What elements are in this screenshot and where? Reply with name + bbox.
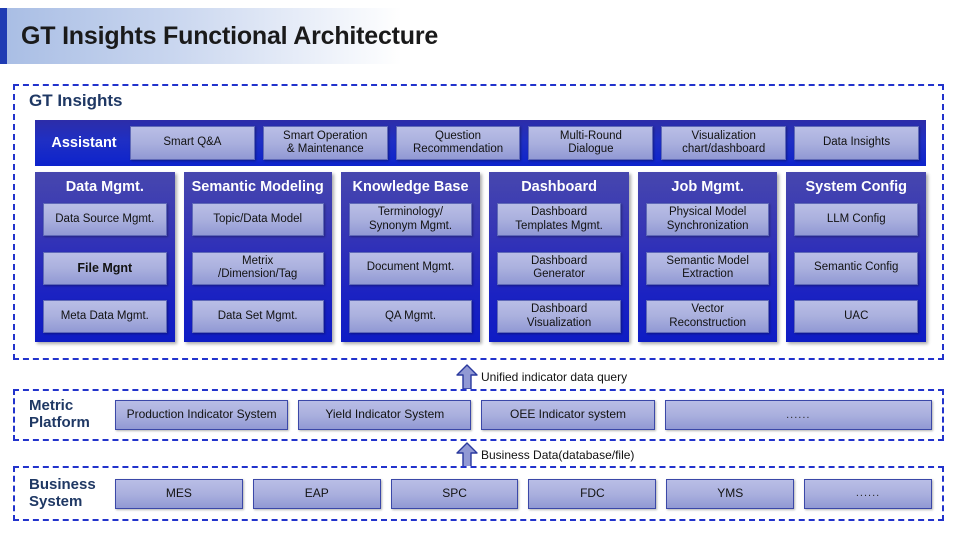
panel-items-knowledge-base: Terminology/Synonym Mgmt. Document Mgmt.… bbox=[348, 203, 473, 333]
gt-insights-label: GT Insights bbox=[29, 91, 123, 110]
page-title-bar: GT Insights Functional Architecture bbox=[0, 8, 957, 64]
assistant-item-smart-operation-maintenance[interactable]: Smart Operation& Maintenance bbox=[262, 126, 388, 160]
metric-item-more[interactable]: ...... bbox=[664, 400, 932, 430]
business-item-more[interactable]: ...... bbox=[804, 478, 932, 509]
page-title: GT Insights Functional Architecture bbox=[21, 21, 439, 50]
item-data-set-mgmt[interactable]: Data Set Mgmt. bbox=[191, 300, 324, 333]
metric-item-oee-indicator-system[interactable]: OEE Indicator system bbox=[481, 400, 655, 430]
item-llm-config[interactable]: LLM Config bbox=[794, 203, 919, 236]
panel-items-system-config: LLM Config Semantic Config UAC bbox=[794, 203, 919, 333]
metric-item-yield-indicator-system[interactable]: Yield Indicator System bbox=[298, 400, 472, 430]
item-qa-mgmt[interactable]: QA Mgmt. bbox=[348, 300, 473, 333]
panel-title-job-mgmt: Job Mgmt. bbox=[671, 179, 744, 195]
item-semantic-config[interactable]: Semantic Config bbox=[794, 251, 919, 285]
panel-items-data-mgmt: Data Source Mgmt. File Mgnt Meta Data Mg… bbox=[43, 203, 167, 333]
business-item-eap[interactable]: EAP bbox=[252, 478, 381, 509]
item-terminology-synonym-mgmt[interactable]: Terminology/Synonym Mgmt. bbox=[348, 203, 473, 236]
panel-semantic-modeling[interactable]: Semantic Modeling Topic/Data Model Metri… bbox=[183, 172, 332, 342]
business-item-fdc[interactable]: FDC bbox=[528, 478, 657, 509]
panel-items-semantic-modeling: Topic/Data Model Metrix/Dimension/Tag Da… bbox=[191, 203, 324, 333]
panel-title-semantic-modeling: Semantic Modeling bbox=[191, 179, 324, 195]
business-system-item-list: MES EAP SPC FDC YMS ...... bbox=[115, 478, 932, 509]
panel-title-data-mgmt: Data Mgmt. bbox=[65, 179, 144, 195]
gt-insights-section: GT Insights Assistant Smart Q&A Smart Op… bbox=[13, 84, 944, 360]
panel-title-knowledge-base: Knowledge Base bbox=[352, 179, 469, 195]
panel-system-config[interactable]: System Config LLM Config Semantic Config… bbox=[786, 172, 927, 342]
item-meta-data-mgmt[interactable]: Meta Data Mgmt. bbox=[43, 300, 167, 333]
panel-title-system-config: System Config bbox=[805, 179, 907, 195]
item-document-mgmt[interactable]: Document Mgmt. bbox=[348, 251, 473, 285]
assistant-bar: Assistant Smart Q&A Smart Operation& Mai… bbox=[35, 120, 926, 166]
connector-unified-indicator-data-query: Unified indicator data query bbox=[456, 364, 627, 390]
arrow-up-icon bbox=[456, 442, 478, 468]
panel-knowledge-base[interactable]: Knowledge Base Terminology/Synonym Mgmt.… bbox=[340, 172, 481, 342]
assistant-item-list: Smart Q&A Smart Operation& Maintenance Q… bbox=[126, 126, 919, 160]
business-item-yms[interactable]: YMS bbox=[666, 478, 795, 509]
item-metrix-dimension-tag[interactable]: Metrix/Dimension/Tag bbox=[191, 251, 324, 285]
title-accent-bar bbox=[0, 8, 7, 64]
connector-business-data: Business Data(database/file) bbox=[456, 442, 634, 468]
panel-data-mgmt[interactable]: Data Mgmt. Data Source Mgmt. File Mgnt M… bbox=[35, 172, 175, 342]
item-file-mgnt[interactable]: File Mgnt bbox=[43, 251, 167, 285]
assistant-item-smart-qa[interactable]: Smart Q&A bbox=[130, 126, 255, 160]
assistant-label: Assistant bbox=[51, 135, 117, 151]
arrow-up-icon bbox=[456, 364, 478, 390]
capability-columns: Data Mgmt. Data Source Mgmt. File Mgnt M… bbox=[35, 172, 927, 342]
item-data-source-mgmt[interactable]: Data Source Mgmt. bbox=[43, 203, 167, 236]
business-item-spc[interactable]: SPC bbox=[390, 478, 519, 509]
connector-label-business-data: Business Data(database/file) bbox=[481, 448, 635, 462]
item-topic-data-model[interactable]: Topic/Data Model bbox=[191, 203, 324, 236]
panel-title-dashboard: Dashboard bbox=[521, 179, 597, 195]
item-uac[interactable]: UAC bbox=[794, 300, 919, 333]
metric-item-production-indicator-system[interactable]: Production Indicator System bbox=[115, 400, 289, 430]
business-item-mes[interactable]: MES bbox=[115, 478, 243, 509]
assistant-item-data-insights[interactable]: Data Insights bbox=[794, 126, 919, 160]
connector-label-unified-indicator: Unified indicator data query bbox=[481, 370, 628, 384]
metric-platform-item-list: Production Indicator System Yield Indica… bbox=[115, 400, 932, 430]
